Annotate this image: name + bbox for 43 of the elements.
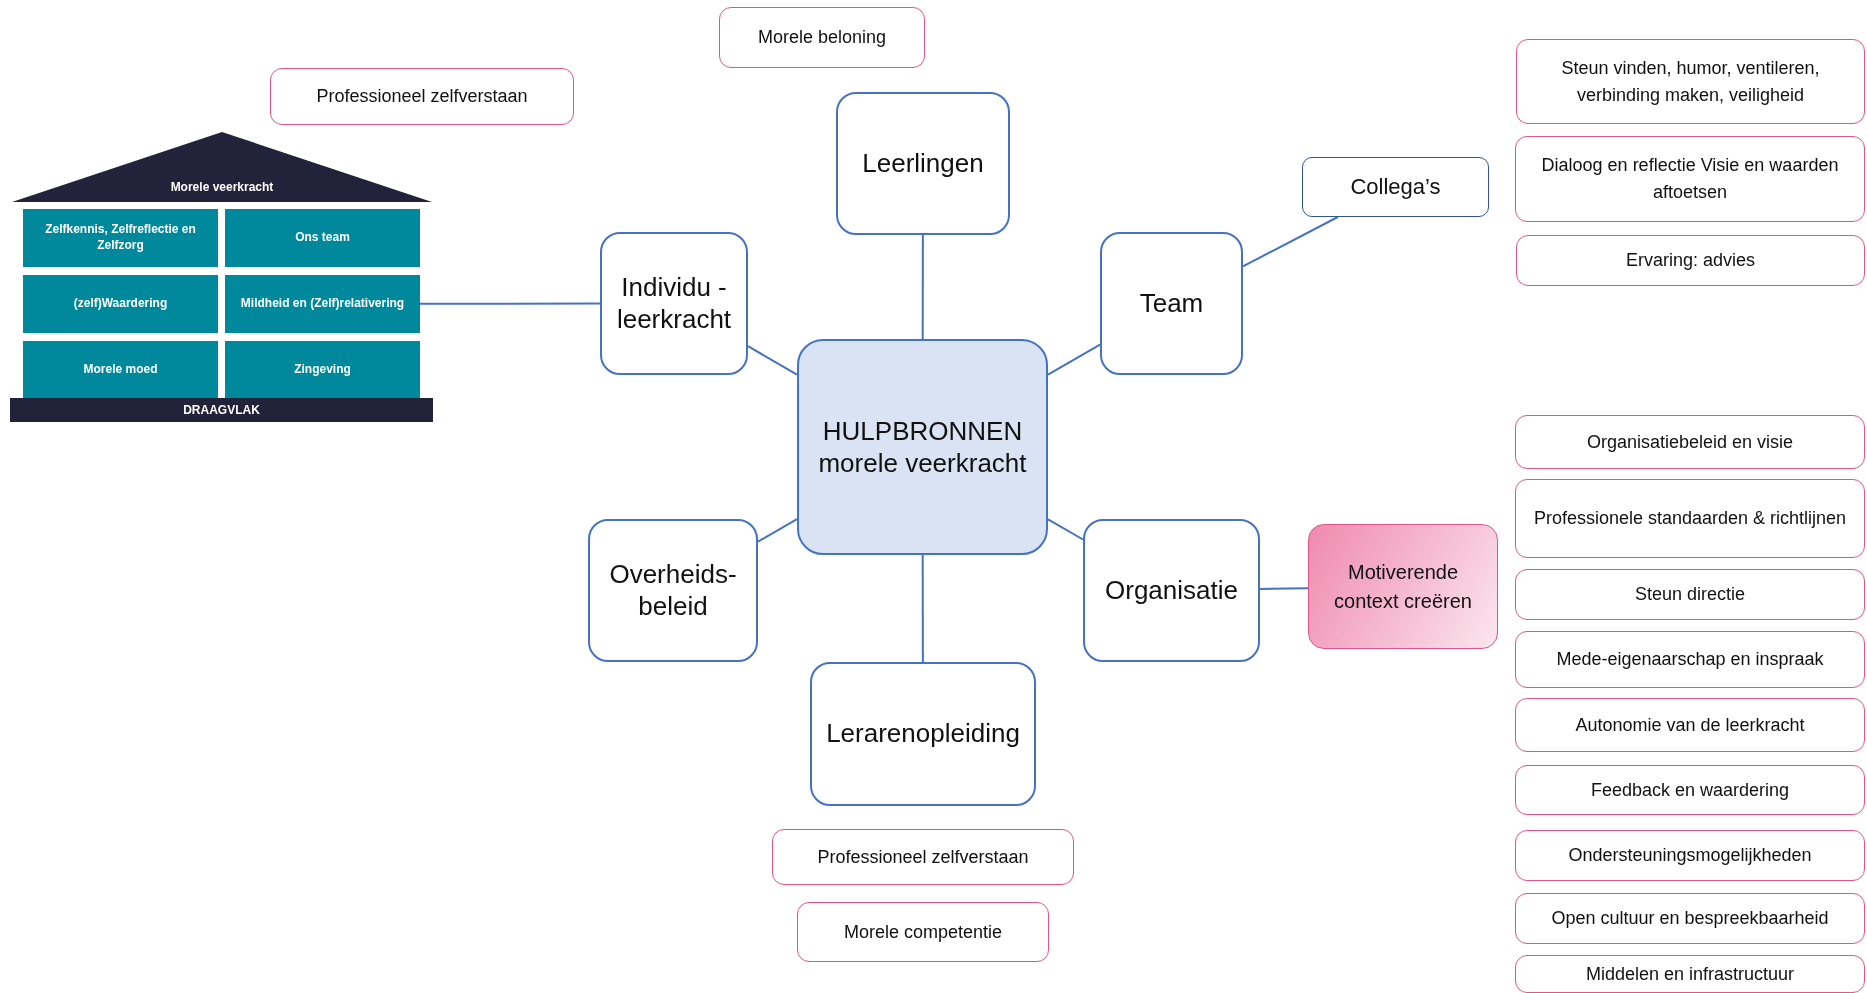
topic-box: Overheids- beleid xyxy=(588,519,758,662)
house-block: Zingeving xyxy=(225,341,420,398)
connector-line xyxy=(1242,216,1339,268)
topic-box: Leerlingen xyxy=(836,92,1010,235)
topic-box: Lerarenopleiding xyxy=(810,662,1036,806)
note-box: Professioneel zelfverstaan xyxy=(772,829,1074,885)
note-box: Professionele standaarden & richtlijnen xyxy=(1515,479,1865,558)
roof-label: Morele veerkracht xyxy=(170,180,274,194)
house-roof xyxy=(12,132,432,202)
connector-line xyxy=(747,345,798,376)
house-block: (zelf)Waardering xyxy=(23,275,218,333)
connector-line xyxy=(921,554,924,663)
house-block: Mildheid en (Zelf)relativering xyxy=(225,275,420,333)
note-box: Organisatiebeleid en visie xyxy=(1515,415,1865,469)
note-box: Dialoog en reflectie Visie en waarden aftoetsen xyxy=(1515,136,1865,222)
topic-box: Team xyxy=(1100,232,1243,375)
highlight-box: Motiverende context creëren xyxy=(1308,524,1498,649)
topic-box: Organisatie xyxy=(1083,519,1260,662)
note-box: Feedback en waardering xyxy=(1515,765,1865,815)
connector-line xyxy=(1047,518,1084,541)
note-box: Morele beloning xyxy=(719,7,925,68)
note-box: Steun directie xyxy=(1515,569,1865,620)
note-box: Mede-eigenaarschap en inspraak xyxy=(1515,631,1865,688)
connector-line xyxy=(1259,587,1309,590)
connector-line xyxy=(921,234,924,340)
note-box: Ondersteuningsmogelijkheden xyxy=(1515,830,1865,881)
house-block: Zelfkennis, Zelfreflectie en Zelfzorg xyxy=(23,209,218,267)
note-box: Morele competentie xyxy=(797,902,1049,962)
connector-line xyxy=(757,518,798,543)
connector-line xyxy=(419,302,601,305)
note-box: Middelen en infrastructuur xyxy=(1515,955,1865,993)
house-foundation: DRAAGVLAK xyxy=(10,398,433,422)
house-block: Morele moed xyxy=(23,341,218,398)
note-box: Professioneel zelfverstaan xyxy=(270,68,574,125)
note-box: Open cultuur en bespreekbaarheid xyxy=(1515,893,1865,944)
note-box: Steun vinden, humor, ventileren, verbinding maken, veiligheid xyxy=(1516,39,1865,124)
central-topic-box: HULPBRONNEN morele veerkracht xyxy=(797,339,1048,555)
topic-box: Individu - leerkracht xyxy=(600,232,748,375)
note-box: Ervaring: advies xyxy=(1516,235,1865,286)
connector-line xyxy=(1047,343,1101,376)
topic-box: Collega’s xyxy=(1302,157,1489,217)
house-block: Ons team xyxy=(225,209,420,267)
note-box: Autonomie van de leerkracht xyxy=(1515,698,1865,752)
